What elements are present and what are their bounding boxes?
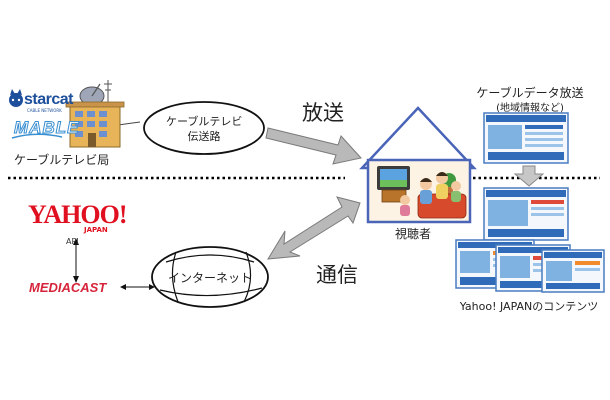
yahoo-logo: YAHOO! <box>28 200 127 229</box>
viewer-house-icon <box>359 106 477 224</box>
yahoo-content-screen-4 <box>541 249 605 293</box>
api-label: API <box>66 237 79 246</box>
starcat-logo: starcat <box>24 91 73 109</box>
regional-info-label: (地域情報など) <box>496 103 564 114</box>
yahoo-content-screen-1 <box>483 187 569 241</box>
cable-station-label: ケーブルテレビ局 <box>14 153 110 167</box>
api-arrowhead-up <box>73 238 79 245</box>
cable-data-broadcast-label: ケーブルデータ放送 <box>476 86 584 100</box>
cable-station-building-icon <box>65 80 125 148</box>
mable-logo-icon <box>11 133 63 139</box>
transmission-line-label-1: ケーブルテレビ <box>166 115 243 128</box>
internet-arrowhead <box>149 284 155 290</box>
station-to-line-connector <box>117 121 141 126</box>
cable-data-broadcast-screen <box>483 112 569 164</box>
down-arrow <box>513 165 545 187</box>
transmission-line-ellipse <box>143 101 265 155</box>
mediacast-logo: MEDIACAST <box>29 280 107 295</box>
viewer-label: 視聴者 <box>395 227 432 241</box>
yahoo-japan-label: JAPAN <box>84 226 108 234</box>
starcat-logo-text: starcat <box>24 91 73 108</box>
broadcast-label: 放送 <box>302 101 344 125</box>
api-arrowhead-down <box>73 276 79 283</box>
internet-network-lines <box>159 251 263 303</box>
starcat-logo-icon <box>9 89 23 107</box>
yahoo-contents-label: Yahoo! JAPANのコンテンツ <box>459 300 599 313</box>
mediacast-arrowhead <box>120 284 126 290</box>
communication-arrow <box>267 196 361 260</box>
transmission-line-label-2: 伝送路 <box>187 130 221 143</box>
mable-logo: MABLE <box>13 118 80 138</box>
starcat-logo-subtitle: CABLE NETWORK <box>27 108 62 113</box>
communication-label: 通信 <box>316 263 358 287</box>
internet-label: インターネット <box>167 271 252 285</box>
internet-ellipse <box>151 246 269 308</box>
broadcast-arrow <box>265 127 362 165</box>
